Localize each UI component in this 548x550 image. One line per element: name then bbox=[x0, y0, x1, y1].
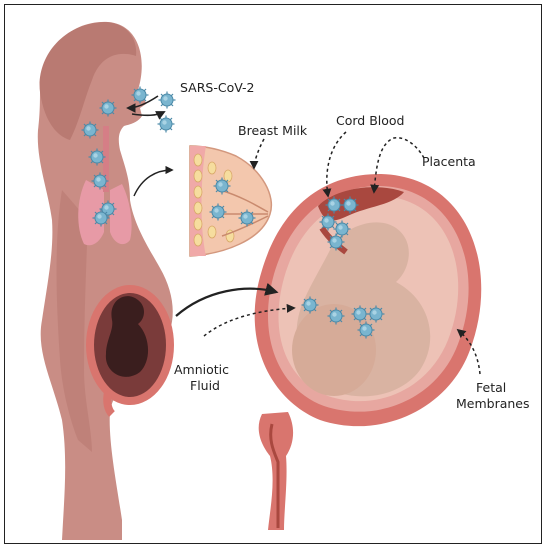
label-membranes: Membranes bbox=[456, 396, 530, 411]
label-fetal: Fetal bbox=[476, 380, 506, 395]
label-sars-cov-2: SARS-CoV-2 bbox=[180, 80, 255, 95]
uterus-large bbox=[254, 174, 482, 530]
leader-lines bbox=[203, 131, 481, 375]
arrow-to-breast bbox=[133, 165, 174, 197]
arrow-to-uterus bbox=[175, 282, 279, 317]
pregnant-woman-silhouette bbox=[37, 21, 174, 540]
breast-tissue-inset bbox=[189, 145, 273, 257]
label-placenta: Placenta bbox=[422, 154, 476, 169]
label-breast-milk: Breast Milk bbox=[238, 123, 308, 138]
exhalation-arrows bbox=[126, 95, 166, 120]
label-amniotic: Amniotic bbox=[174, 362, 229, 377]
label-fluid: Fluid bbox=[190, 378, 220, 393]
label-cord-blood: Cord Blood bbox=[336, 113, 404, 128]
